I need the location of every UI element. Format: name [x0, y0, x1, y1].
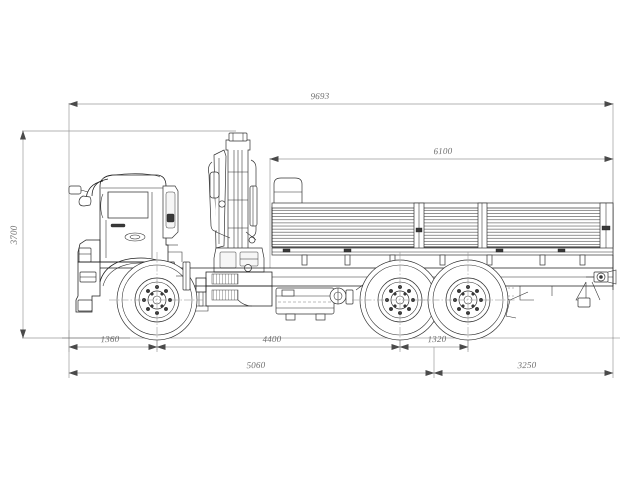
- cab: [68, 173, 183, 313]
- bed-hangers: [301, 254, 586, 266]
- dimension-group-bottom-chain: 5060 3250: [68, 290, 614, 378]
- dim-label-front-overhang: 1360: [100, 334, 119, 344]
- dim-label-rear-axle-spacing: 1320: [427, 334, 446, 344]
- dim-label-wheelbase: 4400: [262, 334, 281, 344]
- knuckle-boom-crane: [193, 132, 273, 312]
- rear-bracket: [519, 286, 553, 301]
- dim-label-front-to-rear-axle: 5060: [246, 360, 265, 370]
- rear-wheel-back: [420, 252, 516, 352]
- exhaust-stack: [176, 261, 191, 291]
- dim-label-rear-overhang-group: 3250: [516, 360, 536, 370]
- rear-tow-hook: [575, 269, 617, 308]
- fuel-tank: [275, 287, 335, 321]
- spare-unit: [329, 287, 354, 305]
- dim-label-platform-length: 6100: [433, 146, 452, 156]
- cargo-platform: [271, 202, 614, 266]
- rear-wheel-front: [352, 252, 448, 352]
- dim-label-overall-length: 9693: [310, 91, 329, 101]
- lash-points: [282, 248, 566, 253]
- platform-stakes: [413, 202, 614, 250]
- cab-mirror: [68, 185, 82, 195]
- dim-label-overall-height: 3700: [9, 225, 19, 245]
- front-wheel: [109, 252, 205, 352]
